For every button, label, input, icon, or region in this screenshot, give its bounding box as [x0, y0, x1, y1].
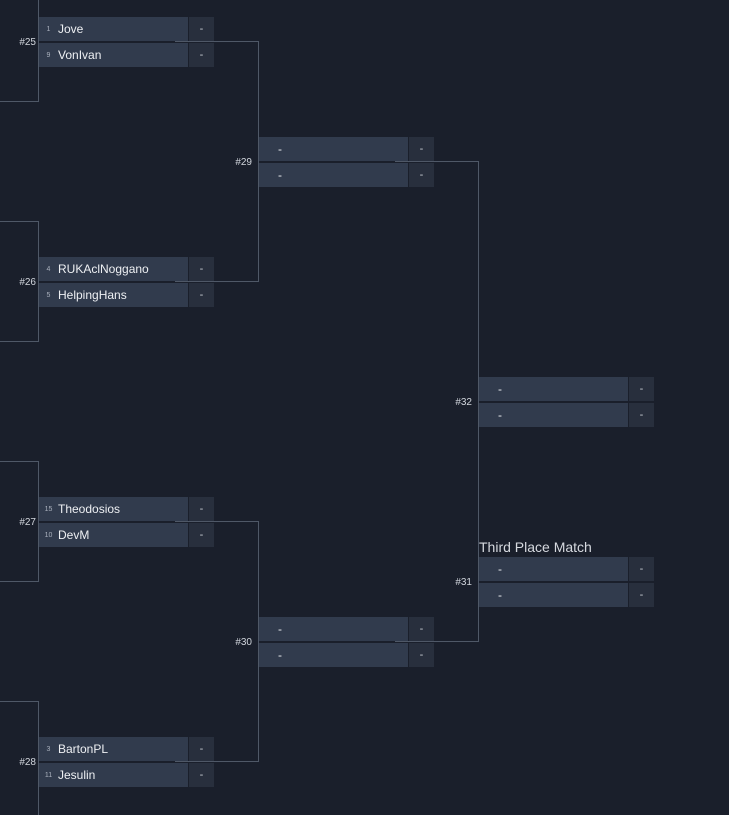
match-number-28: #28	[19, 757, 36, 768]
match-number-30: #30	[235, 637, 252, 648]
player-score: -	[189, 763, 214, 787]
player-name: BartonPL	[58, 742, 109, 756]
match-slot-bottom[interactable]: - -	[479, 583, 654, 607]
match-slot-bottom[interactable]: - -	[259, 643, 434, 667]
match-slot-bottom[interactable]: 5 HelpingHans -	[39, 283, 214, 307]
player-name: -	[498, 382, 502, 396]
player-score: -	[629, 583, 654, 607]
match-slot-top[interactable]: 15 Theodosios -	[39, 497, 214, 521]
third-place-title: Third Place Match	[479, 539, 592, 555]
match-26[interactable]: 4 RUKAclNoggano - 5 HelpingHans -	[39, 257, 214, 307]
connector-prev-25	[0, 0, 39, 102]
seed-number: 4	[46, 265, 51, 273]
match-slot-top[interactable]: 1 Jove -	[39, 17, 214, 41]
player-score: -	[189, 523, 214, 547]
seed-number: 11	[44, 771, 53, 779]
player-name: -	[498, 408, 502, 422]
player-score: -	[189, 43, 214, 67]
match-slot-bottom[interactable]: - -	[479, 403, 654, 427]
player-score: -	[629, 403, 654, 427]
player-name: Jove	[58, 22, 84, 36]
match-28[interactable]: 3 BartonPL - 11 Jesulin -	[39, 737, 214, 787]
match-number-27: #27	[19, 517, 36, 528]
player-score: -	[189, 497, 214, 521]
seed-number: 9	[46, 51, 51, 59]
match-slot-top[interactable]: 3 BartonPL -	[39, 737, 214, 761]
player-score: -	[409, 163, 434, 187]
match-slot-top[interactable]: - -	[479, 377, 654, 401]
match-32-final[interactable]: - - - -	[479, 377, 654, 427]
seed-number: 5	[46, 291, 51, 299]
connector-30-32	[395, 401, 479, 642]
seed-number: 10	[44, 531, 53, 539]
player-score: -	[409, 137, 434, 161]
match-slot-bottom[interactable]: 11 Jesulin -	[39, 763, 214, 787]
match-slot-bottom[interactable]: 10 DevM -	[39, 523, 214, 547]
match-slot-top[interactable]: - -	[259, 617, 434, 641]
match-number-31: #31	[455, 577, 472, 588]
match-29[interactable]: - - - -	[259, 137, 434, 187]
match-number-32: #32	[455, 397, 472, 408]
player-name: -	[498, 562, 502, 576]
player-name: DevM	[58, 528, 90, 542]
match-slot-top[interactable]: - -	[259, 137, 434, 161]
match-25[interactable]: 1 Jove - 9 VonIvan -	[39, 17, 214, 67]
player-score: -	[629, 557, 654, 581]
seed-number: 3	[46, 745, 51, 753]
player-name: VonIvan	[58, 48, 102, 62]
player-name: -	[278, 142, 282, 156]
player-score: -	[189, 283, 214, 307]
player-score: -	[189, 737, 214, 761]
player-score: -	[189, 17, 214, 41]
match-number-26: #26	[19, 277, 36, 288]
match-slot-top[interactable]: - -	[479, 557, 654, 581]
player-name: -	[278, 648, 282, 662]
match-number-25: #25	[19, 37, 36, 48]
match-slot-top[interactable]: 4 RUKAclNoggano -	[39, 257, 214, 281]
match-30[interactable]: - - - -	[259, 617, 434, 667]
player-name: -	[498, 588, 502, 602]
player-name: Jesulin	[58, 768, 96, 782]
player-name: -	[278, 622, 282, 636]
match-27[interactable]: 15 Theodosios - 10 DevM -	[39, 497, 214, 547]
seed-number: 15	[44, 505, 53, 513]
player-score: -	[409, 643, 434, 667]
player-name: RUKAclNoggano	[58, 262, 149, 276]
seed-number: 1	[46, 25, 51, 33]
player-name: -	[278, 168, 282, 182]
match-number-29: #29	[235, 157, 252, 168]
player-score: -	[189, 257, 214, 281]
player-name: Theodosios	[58, 502, 121, 516]
connector-29-32	[395, 161, 479, 402]
player-score: -	[629, 377, 654, 401]
match-31-third-place[interactable]: - - - -	[479, 557, 654, 607]
match-slot-bottom[interactable]: 9 VonIvan -	[39, 43, 214, 67]
player-name: HelpingHans	[58, 288, 127, 302]
match-slot-bottom[interactable]: - -	[259, 163, 434, 187]
player-score: -	[409, 617, 434, 641]
